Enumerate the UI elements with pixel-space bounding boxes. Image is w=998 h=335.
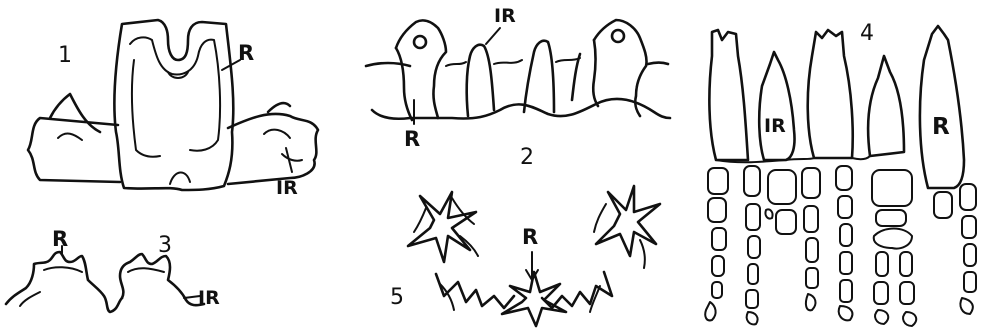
panel-4-tooth-5 (920, 26, 964, 188)
panel-4-label-ir: IR (764, 115, 786, 137)
panel-4: 4 IR R (705, 21, 976, 326)
panel-1-left-wing (28, 118, 120, 182)
panel-1-label-ir: IR (276, 177, 298, 199)
panel-1-right-wing (228, 114, 318, 184)
panel-3-label-r: R (52, 227, 68, 251)
panel-2-lateral-tooth-2 (524, 41, 554, 112)
panel-4-segments (705, 166, 976, 326)
panel-2-number: 2 (520, 145, 534, 170)
panel-5-star-right (596, 186, 660, 256)
panel-4-tooth-1 (709, 30, 748, 160)
panel-2-lateral-tooth-1 (467, 45, 494, 116)
panel-2-pore-right (612, 30, 624, 42)
panel-2-ribbon-base (372, 99, 670, 119)
panel-4-tooth-4 (868, 56, 904, 156)
panel-4-tooth-2 (759, 52, 794, 160)
panel-2-label-ir: IR (494, 5, 516, 27)
panel-4-tooth-3 (808, 30, 853, 158)
panel-1-number: 1 (58, 43, 72, 68)
panel-5: R 5 (390, 186, 660, 326)
panel-2: IR R 2 (366, 5, 670, 170)
panel-1: 1 R IR (28, 20, 318, 199)
panel-3-label-ir: IR (198, 287, 220, 309)
panel-4-label-r: R (932, 114, 950, 140)
panel-2-label-r: R (404, 127, 420, 151)
panel-1-label-r: R (238, 41, 254, 65)
panel-2-lateral-tooth-3 (572, 54, 580, 100)
panel-2-pore-left (414, 36, 426, 48)
panel-5-label-r: R (522, 225, 538, 249)
panel-4-number: 4 (860, 21, 874, 46)
panel-3-number: 3 (158, 233, 172, 258)
panel-5-number: 5 (390, 285, 404, 310)
panel-3: R 3 IR (6, 227, 220, 312)
